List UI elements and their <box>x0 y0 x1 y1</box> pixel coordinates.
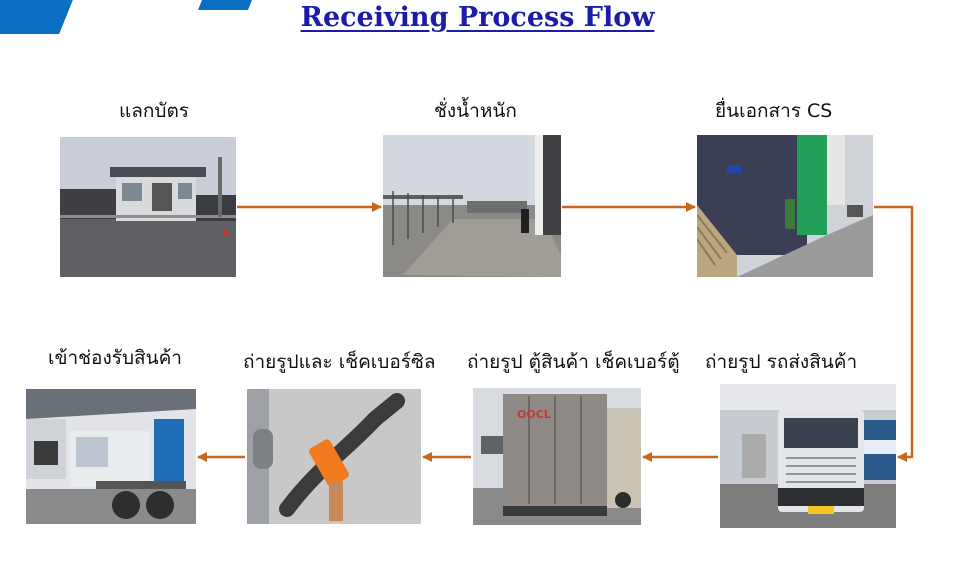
container-brand-text: OOCL <box>517 408 551 421</box>
diagram-title: Receiving Process Flow <box>300 2 655 33</box>
photo-warehouse-entrance <box>697 135 873 277</box>
photo-loading-dock <box>26 389 196 524</box>
step-label-weighing: ชั่งน้ำหนัก <box>434 100 517 122</box>
photo-truck-front <box>720 384 896 528</box>
step-label-photo-container: ถ่ายรูป ตู้สินค้า เช็คเบอร์ตู้ <box>467 351 680 373</box>
photo-guard-booth <box>60 137 236 277</box>
step-label-photo-truck: ถ่ายรูป รถส่งสินค้า <box>705 351 858 373</box>
photo-weigh-bridge <box>383 135 561 277</box>
step-label-check-seal: ถ่ายรูปและ เช็คเบอร์ซิล <box>243 351 436 373</box>
step-label-enter-dock: เข้าช่องรับสินค้า <box>48 347 182 369</box>
step-label-submit-documents: ยื่นเอกสาร CS <box>715 100 833 122</box>
photo-seal-check <box>247 389 421 524</box>
photo-container-rear: OOCL <box>473 388 641 525</box>
step-label-exchange-card: แลกบัตร <box>119 100 189 122</box>
